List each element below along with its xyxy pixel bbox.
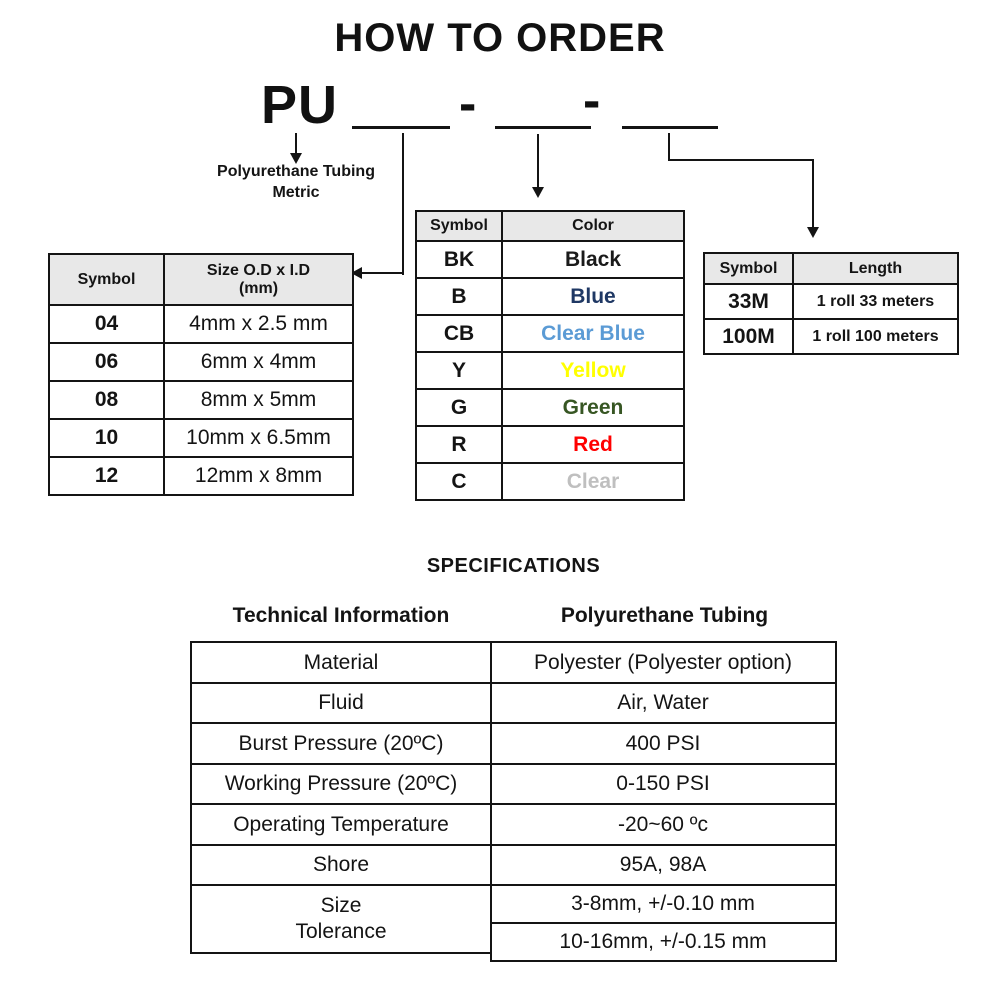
color-name: Yellow (501, 351, 685, 390)
blank-color-underline (495, 126, 591, 129)
color-name: Clear Blue (501, 314, 685, 353)
spec-label: Fluid (190, 681, 492, 725)
length-value: 1 roll 33 meters (792, 283, 959, 320)
length-connector-arrow-icon (807, 227, 819, 238)
size-connector-arrow-icon (351, 267, 362, 279)
size-connector-vline (402, 133, 404, 275)
spec-label: Operating Temperature (190, 803, 492, 846)
length-table-header-symbol: Symbol (703, 252, 794, 285)
color-name: Red (501, 425, 685, 464)
blank-size-underline (352, 126, 450, 129)
size-table-header-symbol: Symbol (48, 253, 165, 306)
color-name: Black (501, 240, 685, 279)
specifications-heading: SPECIFICATIONS (426, 555, 601, 577)
table-row: 08 8mm x 5mm (48, 380, 354, 420)
size-symbol: 10 (48, 418, 165, 458)
color-name: Clear (501, 462, 685, 501)
color-name: Blue (501, 277, 685, 316)
pu-label: Polyurethane Tubing Metric (200, 161, 392, 203)
color-symbol: CB (415, 314, 503, 353)
size-connector-hline (361, 272, 404, 274)
spec-col-header-right: Polyurethane Tubing (560, 604, 769, 627)
spec-col-header-left: Technical Information (232, 604, 450, 627)
size-symbol: 06 (48, 342, 165, 382)
spec-value: Air, Water (489, 681, 837, 725)
size-value: 6mm x 4mm (163, 342, 354, 382)
size-table-header-row: Symbol Size O.D x I.D (mm) (48, 253, 354, 306)
spec-label: Material (190, 641, 492, 684)
table-row: 04 4mm x 2.5 mm (48, 304, 354, 344)
table-row: CB Clear Blue (415, 314, 685, 353)
size-table-header-size: Size O.D x I.D (mm) (163, 253, 354, 306)
pu-label-line1: Polyurethane Tubing (217, 163, 375, 180)
color-table-header-row: Symbol Color (415, 210, 685, 242)
spec-value: 0-150 PSI (489, 762, 837, 806)
size-symbol: 04 (48, 304, 165, 344)
length-value: 1 roll 100 meters (792, 318, 959, 355)
table-row: 33M 1 roll 33 meters (703, 283, 959, 320)
length-connector-vline1 (668, 133, 670, 161)
spec-value: 10-16mm, +/-0.15 mm (489, 921, 837, 962)
color-table: Symbol Color BK Black B Blue CB Clear Bl… (415, 210, 685, 501)
table-row: 10 10mm x 6.5mm (48, 418, 354, 458)
length-table-header-length: Length (792, 252, 959, 285)
length-connector-hline (668, 159, 814, 161)
specifications-table: Material Fluid Burst Pressure (20ºC) Wor… (190, 641, 837, 962)
spec-value: 3-8mm, +/-0.10 mm (489, 884, 837, 924)
pu-arrow-line (295, 133, 297, 155)
separator-dash: - (459, 75, 477, 133)
table-row: 06 6mm x 4mm (48, 342, 354, 382)
separator-dash: - (583, 72, 601, 130)
spec-label: Burst Pressure (20ºC) (190, 722, 492, 765)
size-symbol: 08 (48, 380, 165, 420)
color-symbol: R (415, 425, 503, 464)
color-symbol: C (415, 462, 503, 501)
size-table: Symbol Size O.D x I.D (mm) 04 4mm x 2.5 … (48, 253, 354, 496)
table-row: BK Black (415, 240, 685, 279)
page-title: HOW TO ORDER (334, 16, 666, 60)
order-code-prefix: PU (261, 75, 339, 135)
length-table-header-row: Symbol Length (703, 252, 959, 285)
color-connector-arrow-icon (532, 187, 544, 198)
spec-value: 400 PSI (489, 722, 837, 765)
size-value: 8mm x 5mm (163, 380, 354, 420)
color-symbol: G (415, 388, 503, 427)
color-symbol: B (415, 277, 503, 316)
color-table-header-color: Color (501, 210, 685, 242)
table-row: 100M 1 roll 100 meters (703, 318, 959, 355)
color-table-header-symbol: Symbol (415, 210, 503, 242)
spec-value: -20~60 ºc (489, 803, 837, 846)
spec-label: Shore (190, 843, 492, 887)
size-symbol: 12 (48, 456, 165, 496)
table-row: B Blue (415, 277, 685, 316)
color-symbol: Y (415, 351, 503, 390)
table-row: C Clear (415, 462, 685, 501)
length-table: Symbol Length 33M 1 roll 33 meters 100M … (703, 252, 959, 355)
length-connector-vline2 (812, 159, 814, 229)
pu-label-line2: Metric (272, 184, 320, 201)
color-connector-vline (537, 134, 539, 189)
size-value: 4mm x 2.5 mm (163, 304, 354, 344)
spec-labels-column: Material Fluid Burst Pressure (20ºC) Wor… (190, 641, 492, 954)
spec-values-column: Polyester (Polyester option) Air, Water … (489, 641, 837, 962)
blank-length-underline (622, 126, 718, 129)
table-row: 12 12mm x 8mm (48, 456, 354, 496)
size-value: 12mm x 8mm (163, 456, 354, 496)
spec-label-size-tolerance: Size Tolerance (190, 884, 492, 954)
spec-value: 95A, 98A (489, 843, 837, 887)
spec-value: Polyester (Polyester option) (489, 641, 837, 684)
table-row: R Red (415, 425, 685, 464)
size-value: 10mm x 6.5mm (163, 418, 354, 458)
color-name: Green (501, 388, 685, 427)
table-row: G Green (415, 388, 685, 427)
color-symbol: BK (415, 240, 503, 279)
pu-arrow-head-icon (290, 153, 302, 164)
length-symbol: 100M (703, 318, 794, 355)
table-row: Y Yellow (415, 351, 685, 390)
length-symbol: 33M (703, 283, 794, 320)
spec-label: Working Pressure (20ºC) (190, 762, 492, 806)
